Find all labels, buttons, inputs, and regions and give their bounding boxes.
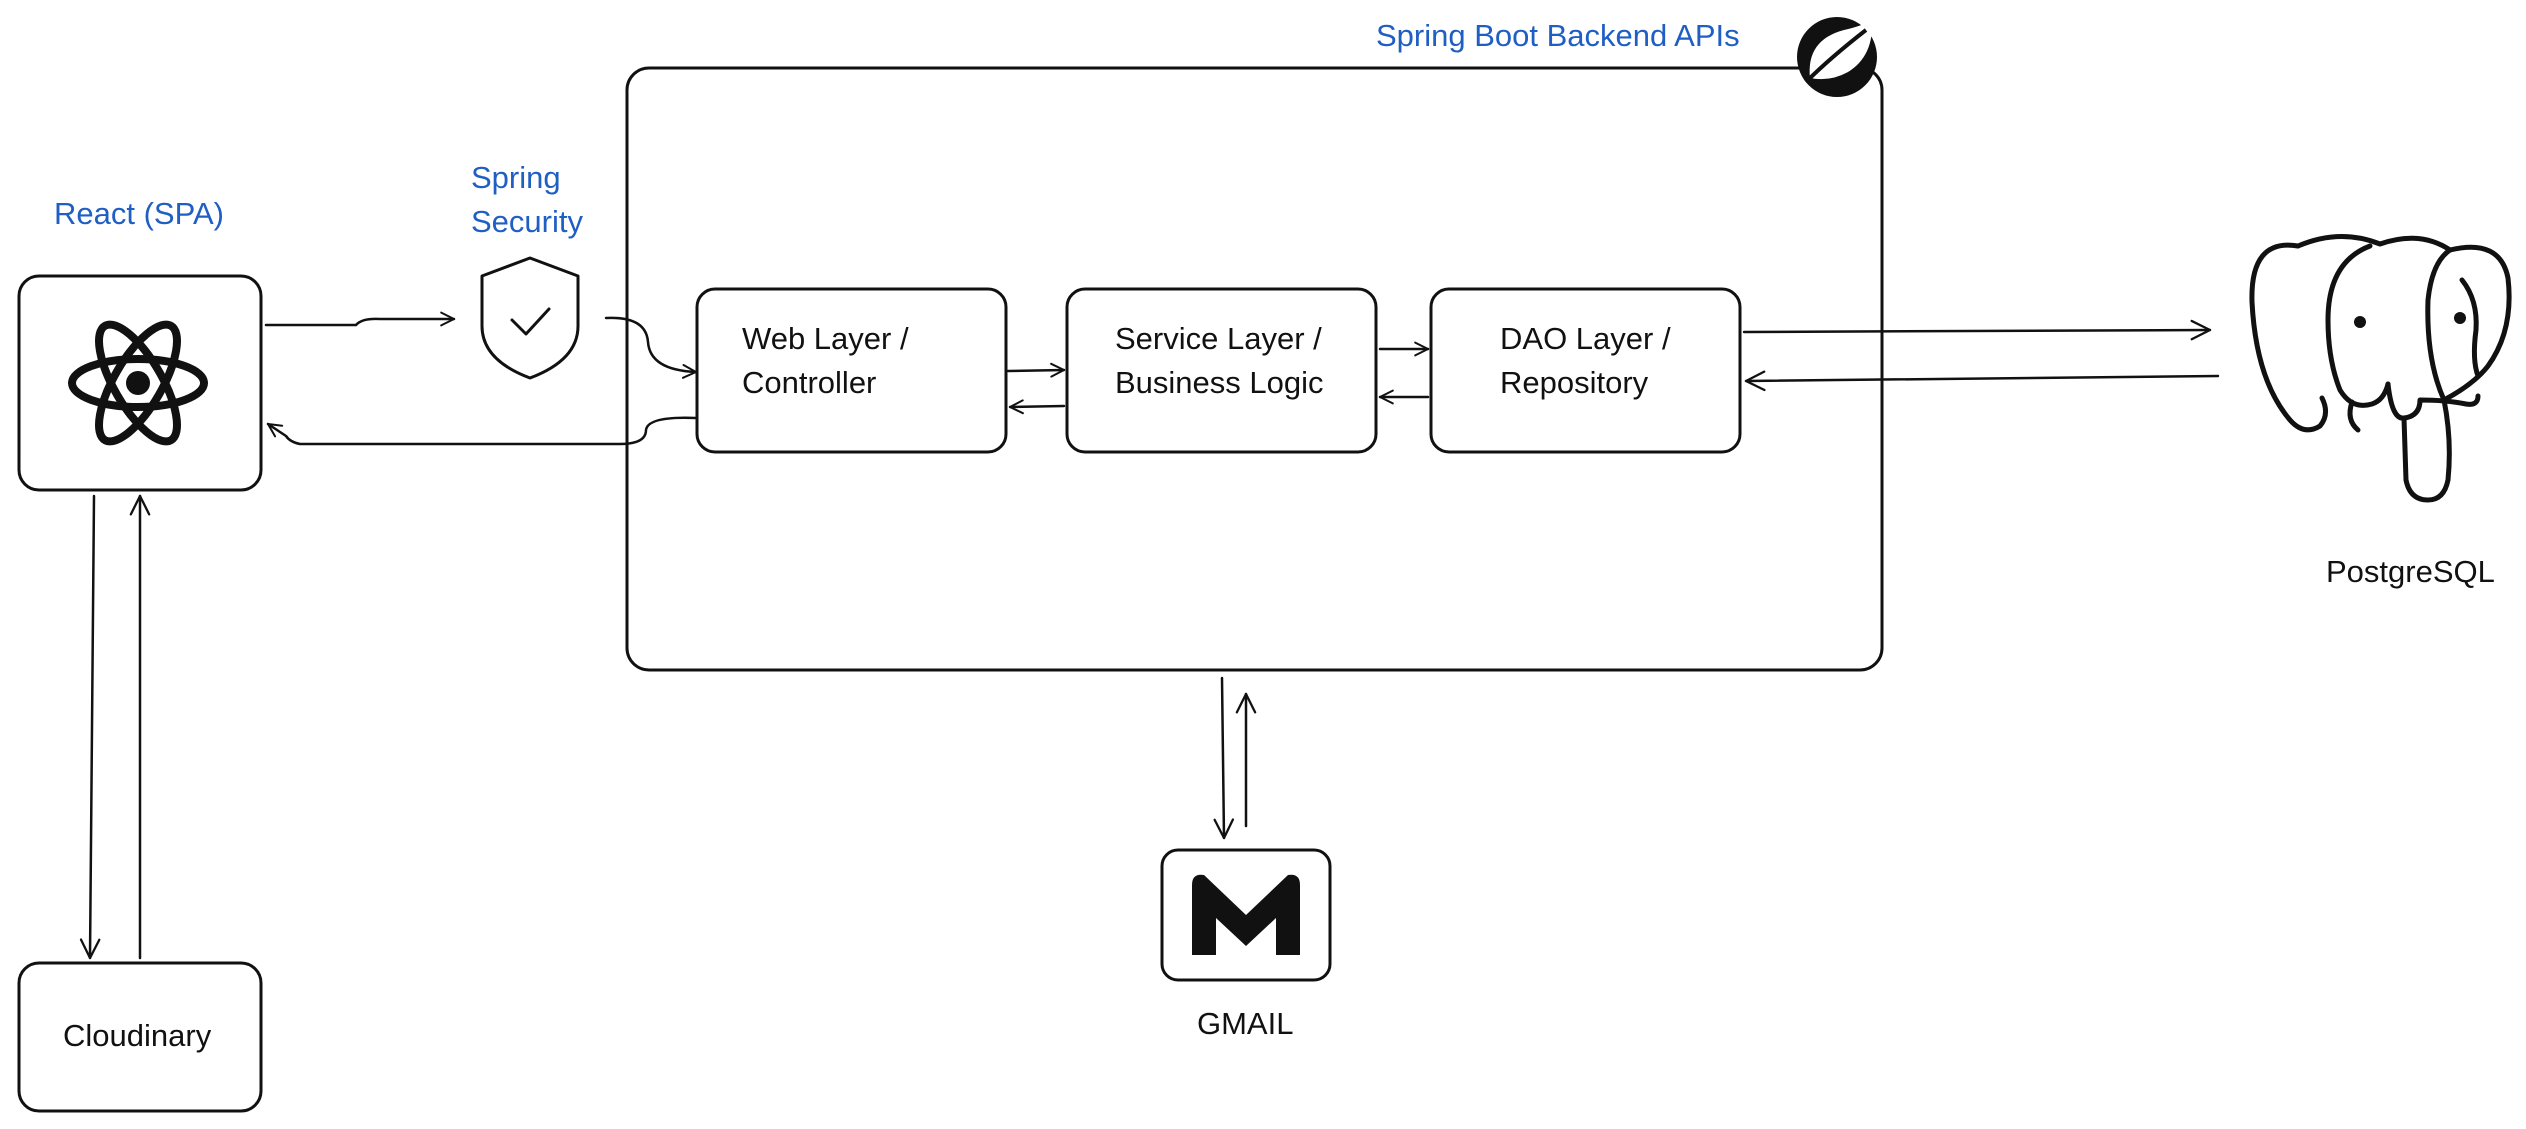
web-layer-line1: Web Layer /: [742, 321, 909, 356]
postgresql-elephant-icon: [2249, 234, 2512, 503]
react-label: React (SPA): [54, 196, 224, 231]
web-layer-label: Web Layer / Controller: [742, 317, 909, 405]
arrow-react-to-security: [264, 311, 456, 327]
gmail-label: GMAIL: [1197, 1006, 1294, 1041]
react-box: [17, 274, 263, 492]
spring-security-label-line1: Spring: [471, 160, 561, 195]
cloudinary-label: Cloudinary: [63, 1018, 212, 1053]
gmail-icon: [1192, 874, 1300, 955]
arrow-postgres-to-dao: [1744, 370, 2220, 392]
spring-security-label: Spring Security: [471, 156, 583, 244]
gmail-box: [1160, 848, 1332, 982]
arrow-web-to-react: [266, 416, 698, 446]
shield-check-icon: [480, 256, 580, 380]
spring-boot-container: [625, 66, 1884, 672]
postgres-label: PostgreSQL: [2326, 554, 2495, 589]
web-layer-box: [695, 287, 1008, 454]
diagram-title: Spring Boot Backend APIs: [1376, 18, 1740, 53]
dao-layer-box: [1429, 287, 1742, 454]
service-layer-label: Service Layer / Business Logic: [1115, 317, 1324, 405]
arrow-security-to-web: [604, 316, 698, 379]
arrow-react-to-cloudinary: [79, 494, 101, 960]
dao-layer-line2: Repository: [1500, 365, 1649, 400]
react-icon: [68, 320, 208, 446]
dao-layer-line1: DAO Layer /: [1500, 321, 1671, 356]
dao-layer-label: DAO Layer / Repository: [1500, 317, 1671, 405]
arrow-web-to-service: [1006, 362, 1066, 378]
spring-security-label-line2: Security: [471, 204, 583, 239]
web-layer-line2: Controller: [742, 365, 877, 400]
service-layer-line1: Service Layer /: [1115, 321, 1322, 356]
arrow-backend-to-gmail: [1213, 676, 1235, 840]
arrow-dao-to-postgres: [1742, 319, 2212, 341]
arrow-service-to-web: [1008, 399, 1066, 415]
service-layer-box: [1065, 287, 1378, 454]
spring-leaf-icon: [1797, 17, 1877, 97]
cloudinary-box: [17, 961, 263, 1113]
service-layer-line2: Business Logic: [1115, 365, 1324, 400]
